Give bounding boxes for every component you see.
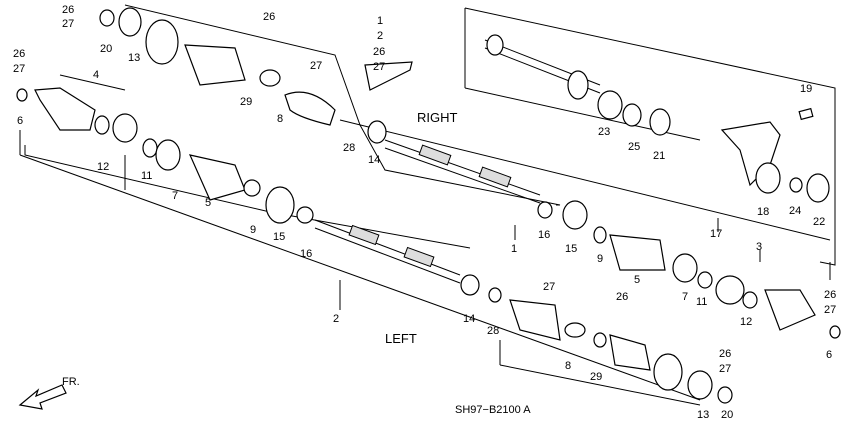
callout-n24: 24 [789,205,801,217]
callout-n26e: 26 [616,291,628,303]
callout-n14b: 14 [463,313,475,325]
callout-n17: 17 [710,228,722,240]
callout-n15a: 15 [273,231,285,243]
callout-n12a: 12 [97,161,109,173]
parts [16,7,841,404]
diagram-code: SH97−B2100 A [455,404,531,416]
callout-n28b: 28 [487,325,499,337]
intermediate-shaft-box [464,7,836,266]
callout-n8a: 8 [277,113,283,125]
callout-n11b: 11 [696,296,707,308]
callout-n6b: 6 [826,349,832,361]
callout-n25: 25 [628,141,640,153]
callout-n18: 18 [757,206,769,218]
callout-n9b: 9 [597,253,603,265]
callout-n26d: 26 [13,48,25,60]
callout-n26b: 26 [263,11,275,23]
callout-n16a: 16 [300,248,312,260]
callout-n13a: 13 [128,52,140,64]
right-shaft-outline [124,4,561,206]
callout-n22: 22 [813,216,825,228]
callout-n15b: 15 [565,243,577,255]
right-axle [384,139,541,204]
callout-n6a: 6 [17,115,23,127]
callout-n16b: 16 [538,229,550,241]
callout-numbers: 26 27 20 13 26 27 29 8 28 14 1 2 26 27 2… [13,4,836,421]
callout-n27f: 27 [719,363,731,375]
front-arrow: FR. [18,376,80,410]
callout-n1b: 1 [511,243,517,255]
callout-n27a: 27 [62,18,74,30]
callout-n5b: 5 [634,274,640,286]
callout-n28a: 28 [343,142,355,154]
callout-n27c: 27 [373,61,385,73]
right-base-line [339,119,831,241]
callout-n20b: 20 [721,409,733,421]
fr-label: FR. [62,376,80,388]
left-base-line [19,154,701,401]
left-axle [314,219,461,284]
callout-n9a: 9 [250,224,256,236]
left-group-line [24,145,471,249]
callout-n27d: 27 [13,63,25,75]
callout-n29a: 29 [240,96,252,108]
callout-n13b: 13 [697,409,709,421]
callout-n5a: 5 [205,197,211,209]
leader [59,74,126,91]
callout-n8b: 8 [565,360,571,372]
right-label: RIGHT [417,110,458,125]
callout-n26g: 26 [824,289,836,301]
callout-n12b: 12 [740,316,752,328]
callout-n29b: 29 [590,371,602,383]
callout-n23: 23 [598,126,610,138]
callout-n21: 21 [653,150,665,162]
callout-n4: 4 [93,69,99,81]
left-label: LEFT [385,331,417,346]
callout-n20a: 20 [100,43,112,55]
callout-n7a: 7 [172,190,178,202]
callout-n26f: 26 [719,348,731,360]
callout-n3: 3 [756,241,762,253]
callout-n14a: 14 [368,154,380,166]
callout-n27e: 27 [543,281,555,293]
callout-n7b: 7 [682,291,688,303]
callout-n2b: 2 [333,313,339,325]
callout-n19: 19 [800,83,812,95]
callout-n2a: 2 [377,30,383,42]
callout-n11a: 11 [141,170,152,182]
intermediate-shaft [484,34,601,100]
callout-n26c: 26 [373,46,385,58]
callout-n27g: 27 [824,304,836,316]
callout-n1a: 1 [377,15,383,27]
leader [499,364,701,406]
callout-n27b: 27 [310,60,322,72]
callout-n26a: 26 [62,4,74,16]
